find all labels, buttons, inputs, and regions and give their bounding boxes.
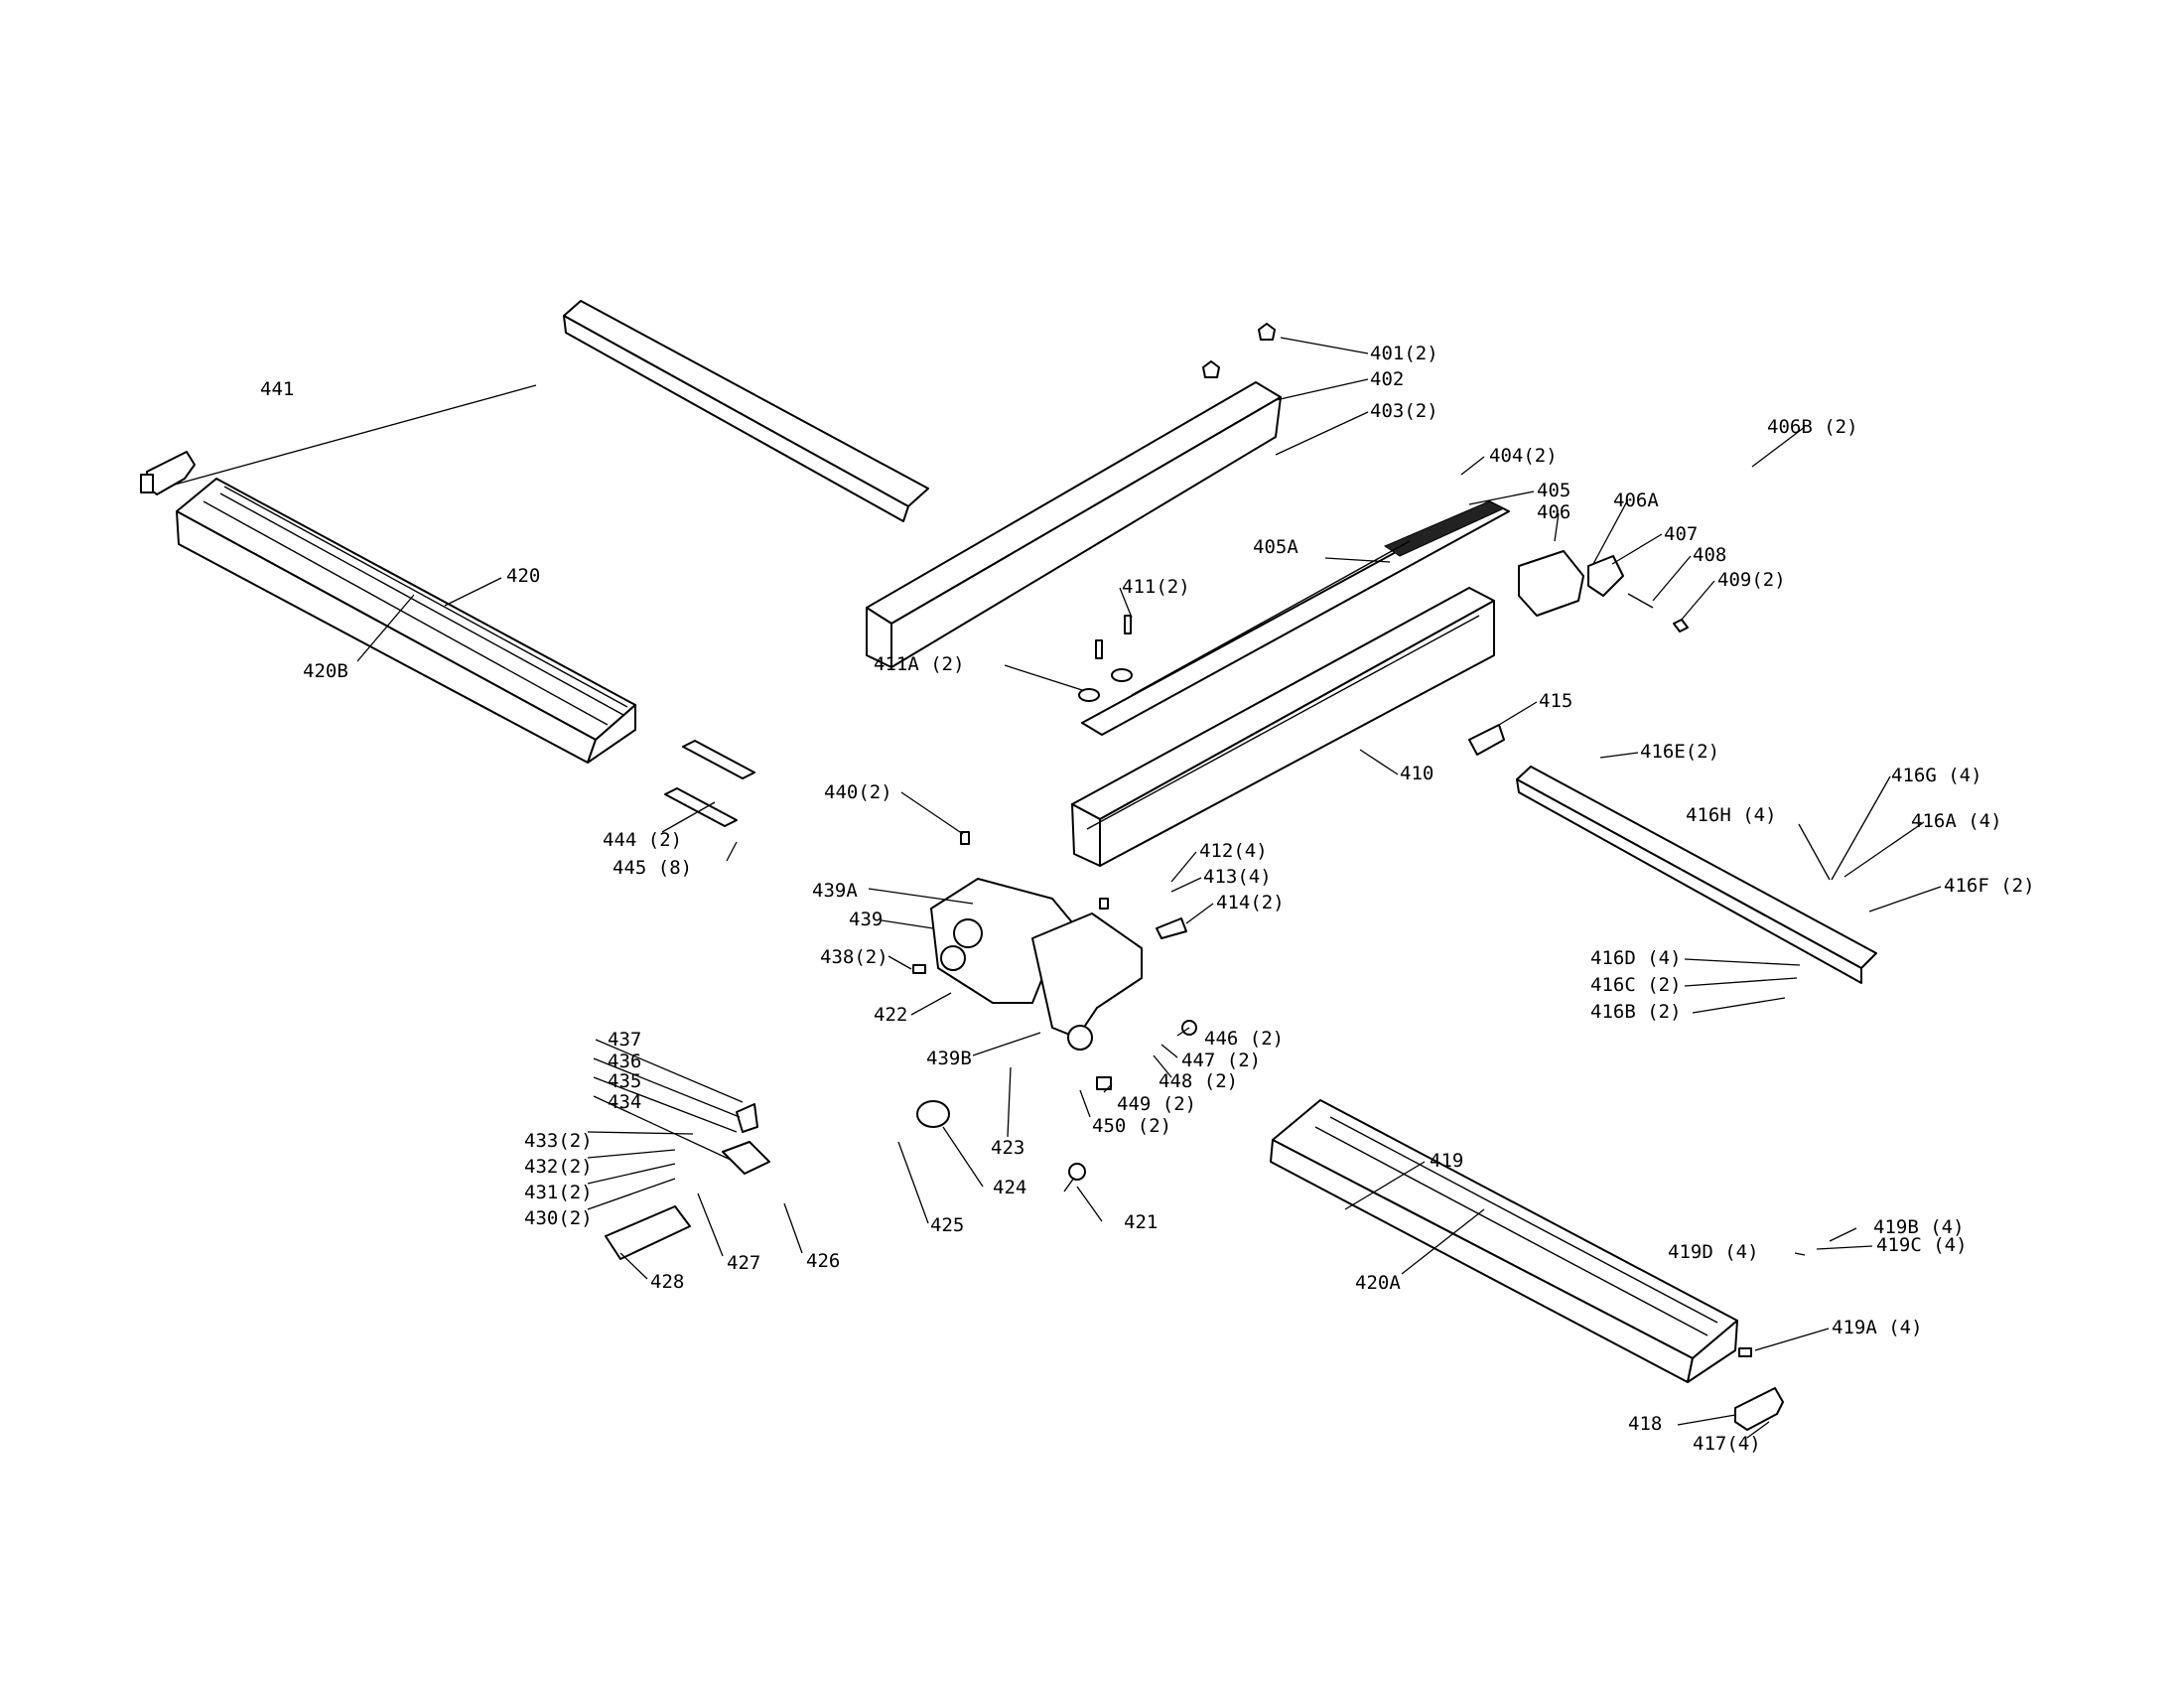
label-408: 408 bbox=[1693, 544, 1726, 566]
label-402: 402 bbox=[1370, 368, 1404, 390]
label-425: 425 bbox=[930, 1214, 964, 1236]
label-432: 432(2) bbox=[524, 1156, 593, 1178]
label-405A: 405A bbox=[1253, 536, 1298, 558]
bracket-418 bbox=[1734, 1387, 1784, 1431]
rail-416E bbox=[1516, 766, 1877, 984]
label-437: 437 bbox=[608, 1029, 641, 1051]
label-431: 431(2) bbox=[524, 1182, 593, 1203]
label-406A: 406A bbox=[1613, 490, 1659, 511]
label-420: 420 bbox=[506, 565, 540, 587]
label-420A: 420A bbox=[1355, 1272, 1401, 1294]
label-449: 449 (2) bbox=[1117, 1093, 1196, 1115]
label-439: 439 bbox=[849, 909, 883, 930]
part-labels: 401(2) 402 403(2) 404(2) 405 405A 406 40… bbox=[260, 343, 2035, 1455]
label-436: 436 bbox=[608, 1051, 641, 1072]
label-406: 406 bbox=[1537, 501, 1570, 523]
rail-420 bbox=[176, 478, 636, 764]
label-434: 434 bbox=[608, 1091, 641, 1113]
label-427: 427 bbox=[727, 1252, 760, 1274]
label-410: 410 bbox=[1400, 763, 1433, 784]
label-421: 421 bbox=[1124, 1211, 1158, 1233]
label-438: 438(2) bbox=[820, 946, 888, 968]
label-430: 430(2) bbox=[524, 1207, 593, 1229]
label-406B: 406B (2) bbox=[1767, 416, 1858, 438]
label-404: 404(2) bbox=[1489, 445, 1558, 467]
label-424: 424 bbox=[993, 1177, 1026, 1198]
label-426: 426 bbox=[806, 1250, 840, 1272]
label-403: 403(2) bbox=[1370, 400, 1438, 422]
label-435: 435 bbox=[608, 1070, 641, 1092]
label-416F: 416F (2) bbox=[1944, 875, 2035, 897]
label-423: 423 bbox=[991, 1137, 1024, 1159]
label-405: 405 bbox=[1537, 480, 1570, 501]
label-407: 407 bbox=[1664, 523, 1698, 545]
label-416D: 416D (4) bbox=[1590, 947, 1682, 969]
label-411: 411(2) bbox=[1122, 576, 1190, 598]
scale-405 bbox=[1081, 500, 1510, 736]
label-441: 441 bbox=[260, 378, 294, 400]
label-447: 447 (2) bbox=[1181, 1050, 1261, 1071]
label-419C: 419C (4) bbox=[1876, 1234, 1968, 1256]
label-446: 446 (2) bbox=[1204, 1028, 1284, 1050]
label-414: 414(2) bbox=[1216, 892, 1285, 913]
label-415: 415 bbox=[1539, 690, 1572, 712]
label-413: 413(4) bbox=[1203, 866, 1272, 888]
label-448: 448 (2) bbox=[1159, 1070, 1238, 1092]
label-419B: 419B (4) bbox=[1873, 1216, 1965, 1238]
label-420B: 420B bbox=[303, 660, 348, 682]
label-422: 422 bbox=[874, 1004, 907, 1026]
label-419D: 419D (4) bbox=[1668, 1241, 1759, 1263]
label-439A: 439A bbox=[812, 880, 858, 902]
label-428: 428 bbox=[650, 1271, 684, 1293]
label-401: 401(2) bbox=[1370, 343, 1438, 364]
label-419: 419 bbox=[1430, 1150, 1463, 1172]
leader-lines bbox=[174, 337, 1942, 1439]
label-416H: 416H (4) bbox=[1686, 804, 1777, 826]
label-450: 450 (2) bbox=[1092, 1115, 1171, 1137]
rail-419 bbox=[1270, 1099, 1738, 1383]
small-parts bbox=[605, 323, 1752, 1357]
label-439B: 439B bbox=[926, 1048, 972, 1069]
label-411A: 411A (2) bbox=[874, 653, 965, 675]
label-440: 440(2) bbox=[824, 781, 892, 803]
label-445: 445 (8) bbox=[613, 857, 692, 879]
clamp-406 bbox=[1518, 550, 1624, 617]
label-416E: 416E(2) bbox=[1640, 741, 1719, 763]
label-416C: 416C (2) bbox=[1590, 974, 1682, 996]
label-419A: 419A (4) bbox=[1832, 1317, 1923, 1338]
bracket-441 bbox=[140, 451, 196, 495]
label-444: 444 (2) bbox=[603, 829, 682, 851]
label-409: 409(2) bbox=[1717, 569, 1786, 591]
label-433: 433(2) bbox=[524, 1130, 593, 1152]
label-417: 417(4) bbox=[1693, 1433, 1761, 1455]
label-412: 412(4) bbox=[1199, 840, 1268, 862]
fence-410 bbox=[1071, 587, 1495, 867]
fence-head-439 bbox=[930, 878, 1143, 1051]
label-416B: 416B (2) bbox=[1590, 1001, 1682, 1023]
rear-rail-402 bbox=[866, 381, 1282, 668]
rear-rail-left bbox=[563, 300, 929, 522]
label-416G: 416G (4) bbox=[1891, 765, 1982, 786]
label-416A: 416A (4) bbox=[1911, 810, 2002, 832]
label-418: 418 bbox=[1628, 1413, 1662, 1435]
